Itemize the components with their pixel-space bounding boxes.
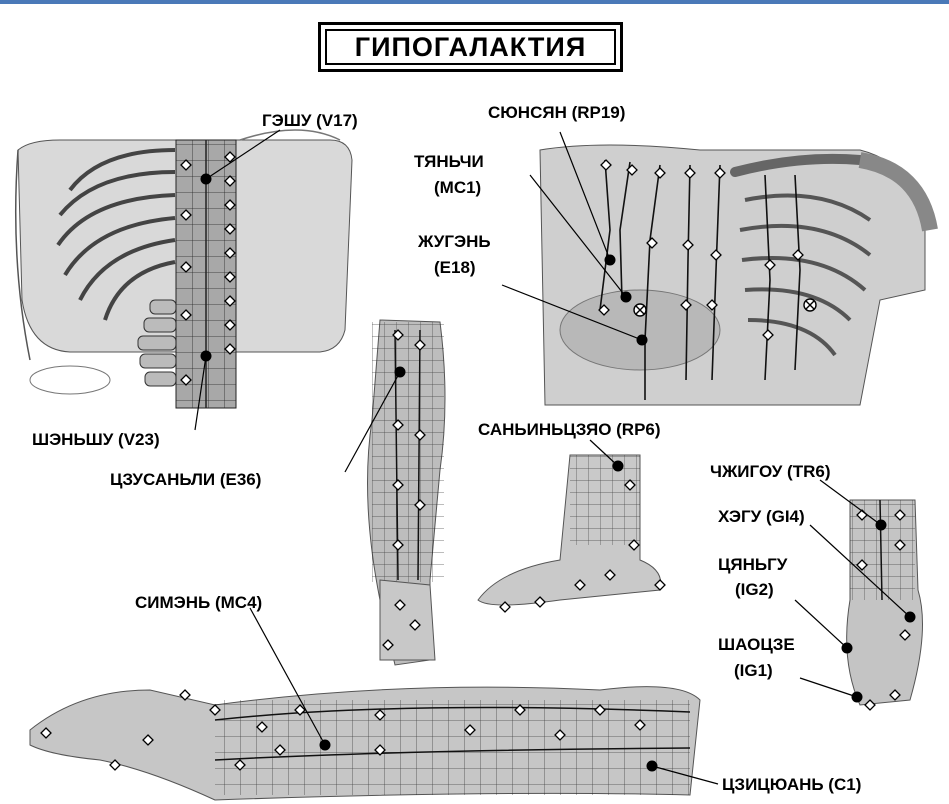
label-tszusanli: ЦЗУСАНЬЛИ (E36)	[110, 470, 261, 490]
chest-figure	[540, 145, 930, 405]
label-chzhigou: ЧЖИГОУ (TR6)	[710, 462, 830, 482]
label-shaoze-name: ШАОЦЗЕ	[718, 635, 795, 655]
label-shaoze-code: (IG1)	[734, 661, 773, 681]
label-hegu: ХЭГУ (GI4)	[718, 507, 805, 527]
pelvis-outline	[30, 366, 110, 394]
label-saninjiao: САНЬИНЬЦЗЯО (RP6)	[478, 420, 661, 440]
chest-body-shape	[540, 145, 925, 405]
label-simen: СИМЭНЬ (MC4)	[135, 593, 262, 613]
label-tyanchi-code: (MC1)	[434, 178, 481, 198]
leg-figure	[368, 320, 446, 665]
label-zhugen-name: ЖУГЭНЬ	[418, 232, 491, 252]
label-syunsyan: СЮНСЯН (RP19)	[488, 103, 625, 123]
arm-figure	[30, 687, 700, 800]
label-shenshu: ШЭНЬШУ (V23)	[32, 430, 160, 450]
label-tyanchi-name: ТЯНЬЧИ	[414, 152, 484, 172]
label-zhugen-code: (E18)	[434, 258, 476, 278]
breast-shape	[560, 290, 720, 370]
foot-figure	[478, 455, 661, 605]
label-geshu: ГЭШУ (V17)	[262, 111, 358, 131]
back-shoulder-outline	[240, 130, 340, 140]
label-tsyangu-code: (IG2)	[735, 580, 774, 600]
hand-figure	[847, 500, 923, 705]
label-tsyangu-name: ЦЯНЬГУ	[718, 555, 787, 575]
label-tszitsyuan: ЦЗИЦЮАНЬ (C1)	[722, 775, 861, 795]
